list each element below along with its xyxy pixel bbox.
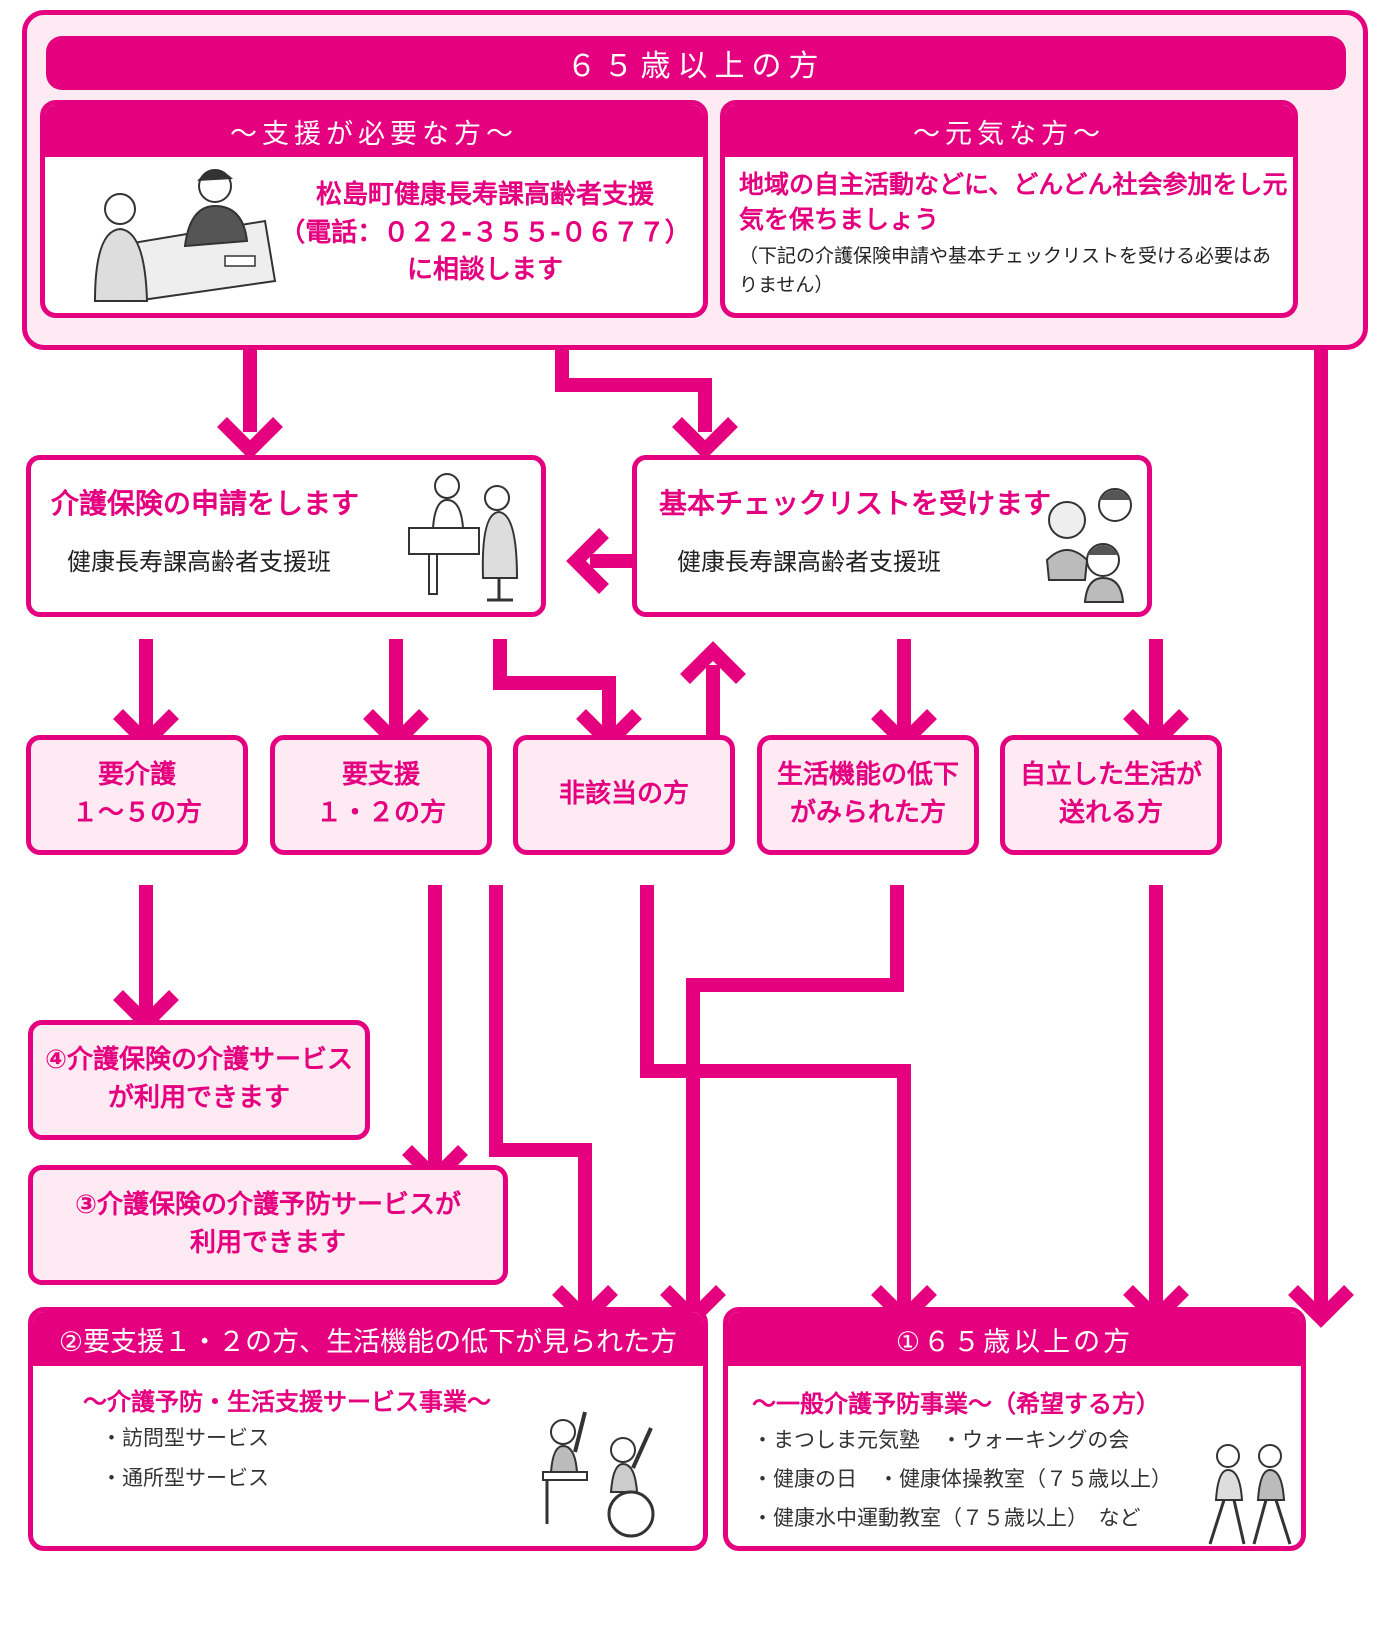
result-support-1-2: 要支援 １・２の方	[270, 735, 492, 855]
checklist-title: 基本チェックリストを受けます	[659, 487, 1052, 520]
healthy-header: ～元気な方～	[725, 105, 1293, 157]
box1-item-2: ・健康の日 ・健康体操教室（７５歳以上）	[752, 1467, 1172, 1491]
service-4-care: ④介護保険の介護サービスが利用できます	[28, 1020, 370, 1140]
box2-item-daycare: ・通所型サービス	[101, 1466, 269, 1490]
result-not-applicable: 非該当の方	[513, 735, 735, 855]
consultation-illustration	[93, 169, 277, 303]
result-care-1-5: 要介護 １～５の方	[26, 735, 248, 855]
connector-consult-to-checklist	[555, 318, 712, 432]
box1-item-3: ・健康水中運動教室（７５歳以上） など	[752, 1506, 1141, 1530]
healthy-panel: ～元気な方～ 地域の自主活動などに、どんどん社会参加をし元気を保ちましょう （下…	[720, 100, 1298, 318]
need-support-panel: ～支援が必要な方～ 松島町健康長寿課高齢者支援 （電話：０２２-３５５-０６７７…	[40, 100, 708, 318]
connector-decline-to-box2	[686, 885, 904, 1325]
healthy-main-text: 地域の自主活動などに、どんどん社会参加をし元気を保ちましょう	[739, 170, 1288, 234]
care-line-1: 要介護	[97, 760, 176, 791]
support-line-2: １・２の方	[315, 798, 446, 828]
independent-line-2: 送れる方	[1058, 798, 1163, 828]
connector-none-to-box1	[640, 885, 911, 1325]
service4-line-1: ④介護保険の介護サービス	[44, 1045, 353, 1076]
walking-illustration	[1208, 1444, 1292, 1545]
checklist-box: 基本チェックリストを受けます 健康長寿課高齢者支援班	[632, 455, 1152, 617]
service-3-prevention: ③介護保険の介護予防サービスが利用できます	[28, 1165, 508, 1285]
box1-item-1: ・まつしま元気塾 ・ウォーキングの会	[752, 1428, 1130, 1452]
elderly-people-illustration	[1045, 488, 1132, 603]
exercise-illustration	[542, 1411, 655, 1538]
consult-text: 松島町健康長寿課高齢者支援 （電話：０２２-３５５-０６７７） に相談します	[275, 177, 695, 290]
box-2-support-decline: ②要支援１・２の方、生活機能の低下が見られた方 ～介護予防・生活支援サービス事業…	[28, 1307, 708, 1551]
service3-line-1: ③介護保険の介護予防サービスが	[74, 1190, 461, 1221]
arrowhead-apply-left	[566, 528, 609, 594]
care-line-2: １～５の方	[71, 798, 202, 828]
apply-dept: 健康長寿課高齢者支援班	[67, 548, 331, 576]
box2-header: ②要支援１・２の方、生活機能の低下が見られた方	[33, 1312, 703, 1366]
result-function-decline: 生活機能の低下がみられた方	[757, 735, 979, 855]
arrowhead-checklist	[672, 417, 738, 460]
none-line-1: 非該当の方	[558, 779, 689, 810]
checklist-dept: 健康長寿課高齢者支援班	[677, 548, 941, 576]
box-1-over65: ①６５歳以上の方 ～一般介護予防事業～（希望する方） ・まつしま元気塾 ・ウォー…	[723, 1307, 1306, 1551]
service3-line-2: 利用できます	[189, 1228, 346, 1258]
result-independent: 自立した生活が送れる方	[1000, 735, 1222, 855]
support-line-1: 要支援	[341, 760, 420, 791]
over65-title: ６５歳以上の方	[46, 36, 1346, 90]
arrowhead-apply	[217, 417, 283, 460]
need-support-header: ～支援が必要な方～	[45, 105, 703, 157]
consult-line-1: 松島町健康長寿課高齢者支援	[315, 180, 654, 210]
connector-support-to-box2	[489, 885, 592, 1325]
service4-line-2: が利用できます	[107, 1083, 290, 1113]
decline-line-2: がみられた方	[789, 798, 946, 828]
box1-header: ①６５歳以上の方	[728, 1312, 1301, 1366]
healthy-note: （下記の介護保険申請や基本チェックリストを受ける必要はありません）	[739, 245, 1272, 297]
connector-apply-to-none	[493, 639, 616, 745]
apply-title: 介護保険の申請をします	[51, 487, 360, 520]
decline-line-1: 生活機能の低下	[776, 760, 959, 791]
arrowhead-checklist-up	[680, 641, 746, 684]
application-desk-illustration	[408, 473, 519, 602]
consult-line-3: に相談します	[406, 255, 563, 286]
apply-box: 介護保険の申請をします 健康長寿課高齢者支援班	[26, 455, 546, 617]
consult-phone: （電話：０２２-３５５-０６７７）	[279, 217, 691, 248]
box1-subtitle: ～一般介護予防事業～（希望する方）	[752, 1390, 1160, 1418]
arrowhead-box1-c	[1288, 1285, 1354, 1328]
independent-line-1: 自立した生活が	[1019, 760, 1202, 791]
box2-subtitle: ～介護予防・生活支援サービス事業～	[83, 1388, 491, 1416]
box2-item-visit: ・訪問型サービス	[101, 1426, 269, 1450]
